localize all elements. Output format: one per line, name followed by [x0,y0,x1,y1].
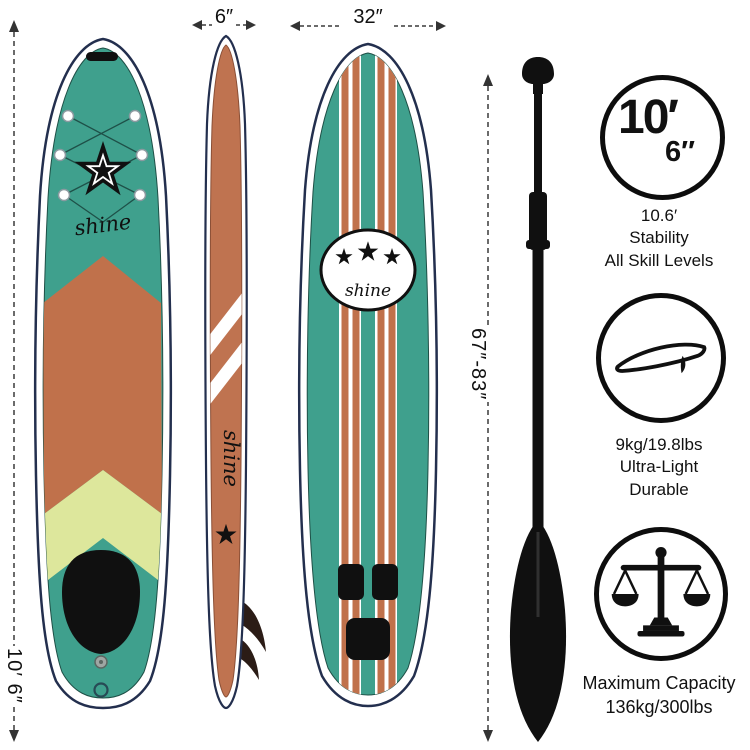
stability-line3: All Skill Levels [604,250,714,270]
capacity-caption: Maximum Capacity 136kg/300lbs [566,672,750,720]
side-stripes [210,288,242,407]
length-feet: 10′ [618,91,679,144]
side-width-dimension: 6″ [190,6,258,40]
deck-width-dimension: 32″ [288,6,448,40]
paddle-shaft-upper [534,84,542,196]
fin-box [346,618,390,660]
length-spec-badge: 10′ 6″ [600,75,725,200]
leash-ring [93,682,109,698]
board-profile-icon [615,342,707,374]
stability-caption: 10.6′ Stability All Skill Levels [586,205,732,272]
paddle-length-label: 67″-83″ [466,326,489,403]
board-bottom-view: shine [297,42,439,708]
length-inches: 6″ [665,136,696,168]
paddle-shaft-lower [532,248,544,536]
board-length-dimension-line [9,20,19,742]
deck-pad-coral [43,256,162,514]
board-bottom-body [306,52,430,696]
weight-line3: Durable [629,479,689,499]
air-valve-center [99,660,103,664]
capacity-line1: Maximum Capacity [582,673,736,693]
paddle-blade [509,520,567,742]
weight-caption: 9kg/19.8lbs Ultra-Light Durable [586,434,732,501]
weight-line1: 9kg/19.8lbs [615,435,703,454]
side-fins [241,602,266,680]
deck-width-label: 32″ [353,6,383,28]
capacity-scale-icon [611,546,711,637]
side-width-label: 6″ [214,6,234,28]
stability-line2: Stability [629,228,689,248]
deck-width-arrows [290,21,446,31]
brand-script-bottom: shine [345,281,391,301]
board-length-label: 10′ 6″ [2,646,25,706]
capacity-line2: 136kg/300lbs [605,696,713,717]
weight-spec-badge [596,293,726,423]
weight-line2: Ultra-Light [619,457,699,477]
board-front-view: shine [33,37,173,710]
handle-right [372,564,398,600]
side-width-arrows [192,20,256,30]
handle-left [338,564,364,600]
carry-handle [86,52,118,61]
paddle [509,57,567,742]
brand-script-side: shine [219,430,243,487]
d-rings [53,109,149,202]
capacity-spec-badge [594,527,728,661]
deck-pad-lime [44,470,162,583]
paddle-length-dimension-line [483,74,493,742]
board-side-view: shine [204,34,266,710]
stability-line1: 10.6′ [640,206,678,225]
tail-pad [62,550,140,654]
paddle-grip [522,57,554,94]
bottom-stripes [339,53,397,695]
brand-badge: shine [319,228,417,312]
paddle-clamp-lever [526,240,550,249]
paddle-clamp [529,192,547,250]
